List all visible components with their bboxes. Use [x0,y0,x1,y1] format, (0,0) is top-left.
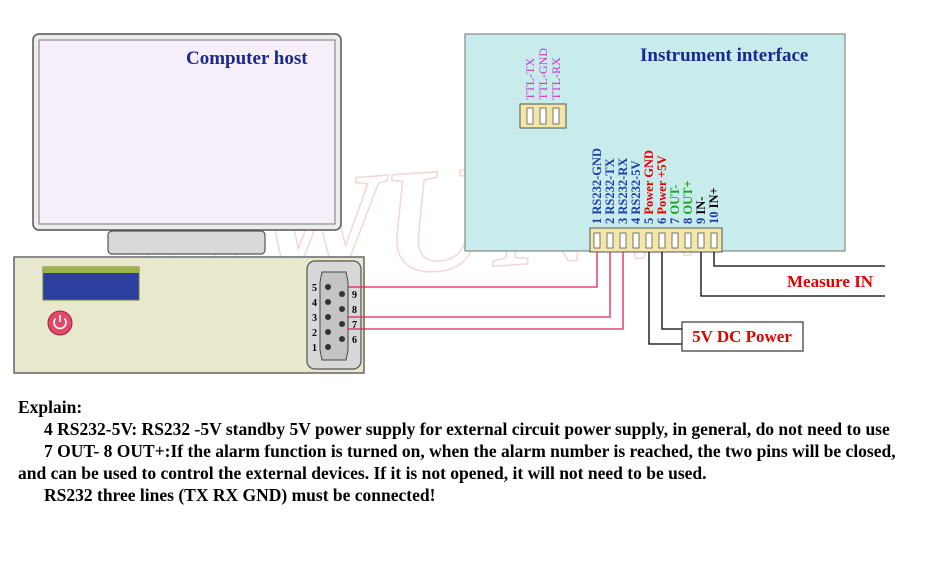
measure-in-label: Measure IN [787,272,874,291]
wires [348,252,885,345]
db9-pin-5 [325,284,331,290]
dc-power-label: 5V DC Power [692,327,792,346]
terminal-slot [658,232,666,249]
terminal-slot [697,232,705,249]
dc-power-box: 5V DC Power [681,321,804,352]
db9-pin-1 [325,344,331,350]
db9-pin-label: 5 [312,283,317,294]
terminal-pin-label: 8 OUT+ [681,180,695,224]
computer-case: 5 4 3 2 1 9 8 7 6 [13,256,365,374]
terminal-pin-label: 6 Power +5V [655,155,669,224]
terminal-pin-label: 5 Power GND [642,150,656,224]
wire-power-5v [661,252,682,330]
terminal-pin-label: 2 RS232-TX [603,158,617,224]
db9-pin-7 [339,321,345,327]
ttl-header [519,103,567,129]
terminal-pin-label: 7 OUT- [668,185,682,224]
explain-line-3: RS232 three lines (TX RX GND) must be co… [44,485,436,505]
db9-pin-8 [339,306,345,312]
terminal-pin-label: 9 IN- [694,197,708,224]
ttl-pin-label: TTL-TX [523,58,537,100]
explain-line-1: 4 RS232-5V: RS232 -5V standby 5V power s… [44,419,890,439]
db9-pin-9 [339,291,345,297]
db9-pin-label: 4 [312,298,317,309]
monitor-stand [107,230,266,255]
ttl-pin-label: TTL-GND [536,48,550,100]
db9-pin-label: 6 [352,335,357,346]
computer-host-title: Computer host [186,48,308,69]
terminal-slot [606,232,614,249]
instrument-interface-title: Instrument interface [640,45,808,66]
terminal-slot [684,232,692,249]
terminal-pin-label: 4 RS232-5V [629,160,643,224]
db9-pin-3 [325,314,331,320]
explain-line-2: 7 OUT- 8 OUT+:If the alarm function is t… [18,441,896,483]
db9-connector: 5 4 3 2 1 9 8 7 6 [306,260,362,370]
db9-pin-6 [339,336,345,342]
terminal-pin-label: 3 RS232-RX [616,158,630,224]
db9-pin-label: 9 [352,290,357,301]
terminal-slot [671,232,679,249]
ttl-pin-label: TTL-RX [549,57,563,100]
explain-heading: Explain: [18,397,83,417]
terminal-slot [632,232,640,249]
terminal-slot [710,232,718,249]
terminal-block [589,227,723,253]
terminal-pin-label: 10 IN+ [707,187,721,224]
db9-pin-4 [325,299,331,305]
terminal-slot [593,232,601,249]
db9-pin-label: 8 [352,305,357,316]
terminal-slot [645,232,653,249]
terminal-slot [619,232,627,249]
wire-tx [348,252,611,318]
db9-pin-label: 3 [312,313,317,324]
db9-pin-label: 1 [312,343,317,354]
db9-pin-label: 7 [352,320,357,331]
wire-in-plus [713,252,885,267]
wire-in-minus [700,252,885,297]
wire-gnd [348,252,598,288]
wire-rx [348,252,624,330]
terminal-pin-label: 1 RS232-GND [590,148,604,224]
computer-monitor: Computer host [32,33,342,255]
explain-section: Explain: 4 RS232-5V: RS232 -5V standby 5… [18,396,923,506]
power-button-icon [47,310,73,336]
db9-pin-2 [325,329,331,335]
db9-pin-label: 2 [312,328,317,339]
wire-power-gnd [648,252,682,345]
